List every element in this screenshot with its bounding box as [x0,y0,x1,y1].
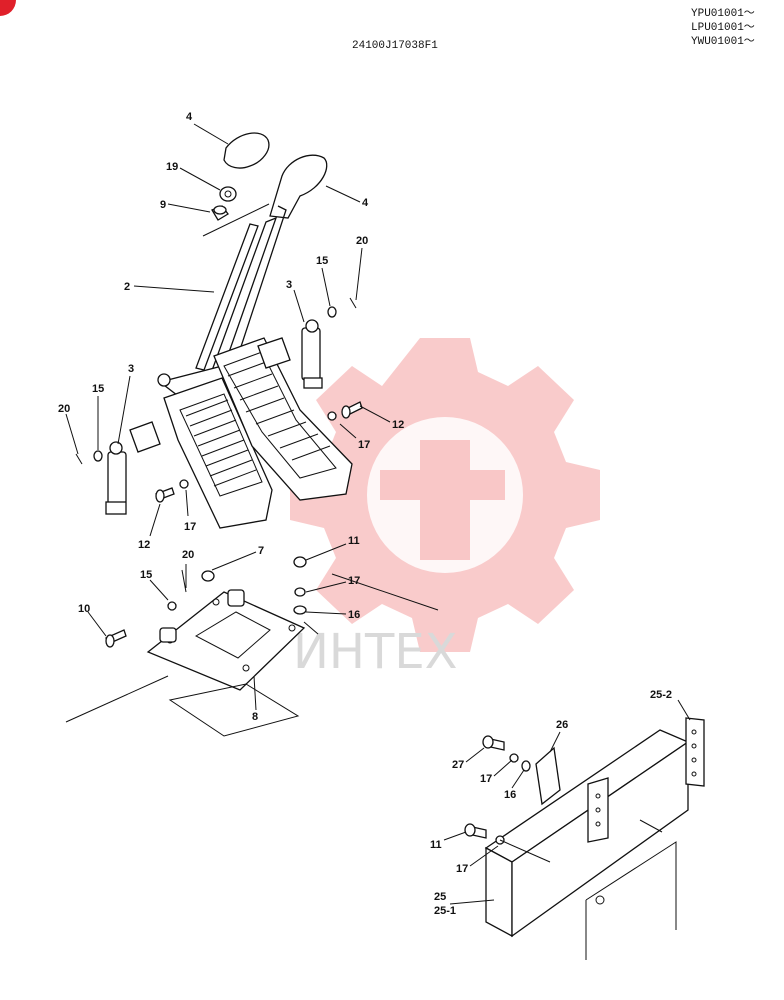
callout-11a: 11 [348,535,360,547]
callout-10: 10 [78,603,90,615]
callout-15a: 15 [316,255,328,267]
callout-7: 7 [258,545,264,557]
callout-20b: 20 [58,403,70,415]
callout-20c: 20 [182,549,194,561]
bracket-assembly [464,717,705,960]
callout-26: 26 [556,719,568,731]
callout-3b: 3 [128,363,134,375]
watermark-text: ИНТЕХ [293,624,458,680]
callout-2: 2 [124,281,130,293]
callout-12b: 12 [138,539,150,551]
callout-3a: 3 [286,279,292,291]
corner-mark [0,0,16,16]
serial-line-3: YWU01001～ [691,36,755,48]
callout-15c: 15 [140,569,152,581]
callout-labels: 4 19 9 4 20 15 2 3 3 15 20 12 17 17 12 2… [58,111,672,917]
callout-12a: 12 [392,419,404,431]
callout-16b: 16 [504,789,516,801]
callout-4b: 4 [362,197,369,209]
callout-11b: 11 [430,839,442,851]
callout-17c: 17 [348,575,360,587]
lever-assembly [75,132,363,529]
callout-17b: 17 [184,521,196,533]
leader-lines [65,123,691,905]
serial-line-2: LPU01001～ [691,22,755,34]
callout-16a: 16 [348,609,360,621]
callout-17d: 17 [480,773,492,785]
callout-19: 19 [166,161,178,173]
callout-15b: 15 [92,383,104,395]
watermark-gear-icon [290,338,600,652]
callout-25-1: 25-1 [434,905,456,917]
callout-17a: 17 [358,439,370,451]
callout-4a: 4 [186,111,193,123]
serial-line-1: YPU01001～ [691,8,755,20]
callout-20a: 20 [356,235,368,247]
drawing-number: 24100J17038F1 [352,40,438,52]
callout-9: 9 [160,199,166,211]
mounting-plate [65,556,439,737]
callout-8: 8 [252,711,258,723]
callout-25: 25 [434,891,446,903]
callout-27: 27 [452,759,464,771]
callout-17e: 17 [456,863,468,875]
callout-25-2: 25-2 [650,689,672,701]
